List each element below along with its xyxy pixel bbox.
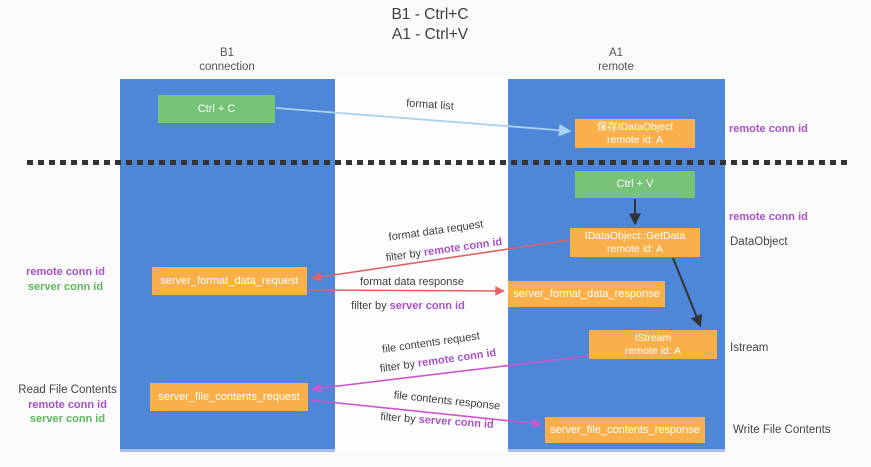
getdata-line2: remote id: A <box>606 242 664 255</box>
server-conn-id-text: server conn id <box>389 300 465 312</box>
save-idataobject-line2: remote id: A <box>606 133 664 146</box>
server-file-contents-request-label: server_file_contents_request <box>158 390 300 403</box>
server-file-contents-request-box: server_file_contents_request <box>150 383 308 411</box>
diagram-title: B1 - Ctrl+C A1 - Ctrl+V <box>330 5 530 45</box>
left-remote-conn-id-bottom: remote conn id <box>28 398 107 411</box>
server-format-data-request-box: server_format_data_request <box>152 267 307 295</box>
server-format-data-response-label: server_format_data_response <box>513 287 660 300</box>
filter-by-text: filter by <box>379 411 417 426</box>
left-column-name: B1 <box>219 47 235 59</box>
idataobject-getdata-box: IDataObject::GetData remote id: A <box>570 228 700 257</box>
server-format-data-response-box: server_format_data_response <box>508 281 665 307</box>
save-idataobject-box: 保存IDataObject remote id: A <box>575 119 695 148</box>
filter-by-text: filter by <box>351 300 387 312</box>
istream-side-label: Istream <box>730 342 769 354</box>
getdata-line1: IDataObject::GetData <box>584 229 686 242</box>
ctrl-v-box: Ctrl + V <box>575 171 695 198</box>
dataobject-label: DataObject <box>730 236 788 248</box>
left-column-subtitle: connection <box>199 61 255 73</box>
read-file-contents-label: Read File Contents <box>18 384 117 396</box>
left-column-header: B1 connection <box>162 46 292 74</box>
left-server-conn-id-bottom: server conn id <box>29 413 106 425</box>
ctrl-c-box: Ctrl + C <box>158 95 275 123</box>
save-idataobject-line1: 保存IDataObject <box>596 120 674 133</box>
right-remote-conn-id-top: remote conn id <box>729 123 808 135</box>
istream-line1: IStream <box>634 331 672 344</box>
istream-line2: remote id: A <box>624 344 682 357</box>
left-conn-id-block: remote conn id server conn id <box>18 265 113 295</box>
title-line-b1: B1 - Ctrl+C <box>391 6 469 23</box>
ctrl-v-label: Ctrl + V <box>616 178 654 190</box>
write-file-contents-label: Write File Contents <box>733 424 831 436</box>
ctrl-c-label: Ctrl + C <box>197 102 236 115</box>
read-file-contents-block: Read File Contents remote conn id server… <box>10 383 125 427</box>
format-data-response-label: format data response <box>360 276 464 288</box>
phase-separator-dashed-line <box>27 160 849 165</box>
istream-box: IStream remote id: A <box>589 330 717 359</box>
left-remote-conn-id: remote conn id <box>26 266 105 278</box>
server-format-data-request-label: server_format_data_request <box>160 274 299 287</box>
server-file-contents-response-label: server_file_contents_response <box>550 423 700 436</box>
server-file-contents-response-box: server_file_contents_response <box>545 417 705 443</box>
right-column-name: A1 <box>608 47 624 59</box>
right-column-subtitle: remote <box>598 61 634 73</box>
right-column-header: A1 remote <box>551 46 681 74</box>
left-server-conn-id: server conn id <box>27 281 104 293</box>
right-remote-conn-id-mid: remote conn id <box>729 211 808 223</box>
title-line-a1: A1 - Ctrl+V <box>391 26 469 43</box>
